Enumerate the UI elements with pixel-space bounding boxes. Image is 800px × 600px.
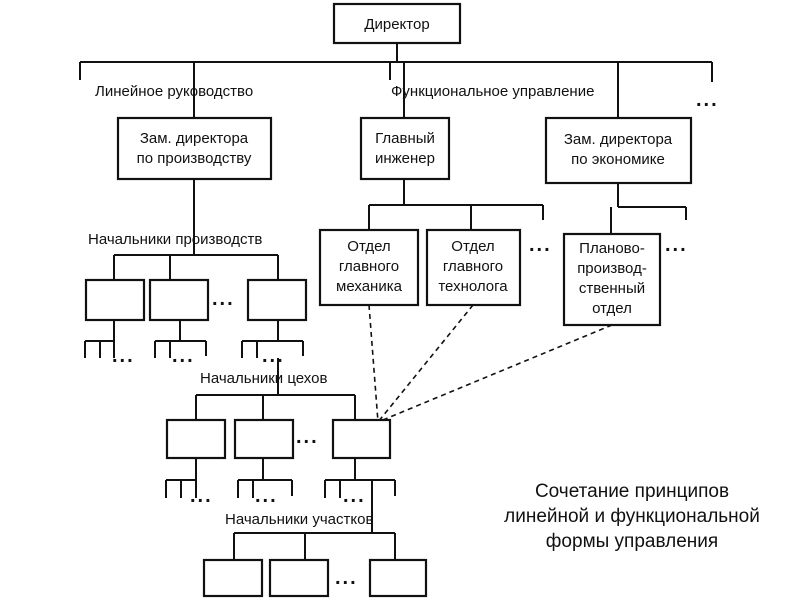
box-deputy-production: Зам. директора по производству bbox=[116, 116, 273, 181]
director-text: Директор bbox=[364, 16, 429, 33]
chief-engineer-line-2: инженер bbox=[375, 150, 435, 167]
ellipsis-after-planning: ... bbox=[665, 234, 688, 256]
box-chief-mechanic-dept: Отдел главного механика bbox=[318, 228, 420, 307]
box-chief-engineer: Главный инженер bbox=[359, 116, 451, 181]
ellipsis-after-technologist: ... bbox=[529, 234, 552, 256]
box-director: Директор bbox=[332, 2, 462, 45]
ellipsis-comb-3: ... bbox=[262, 345, 285, 367]
chief-technologist-line-2: главного bbox=[443, 258, 503, 275]
chief-mechanic-line-1: Отдел bbox=[347, 238, 390, 255]
shop-head-box-1 bbox=[165, 418, 227, 460]
box-deputy-economics: Зам. директора по экономике bbox=[544, 116, 693, 185]
chief-mechanic-line-2: главного bbox=[339, 258, 399, 275]
section-head-box-1 bbox=[202, 558, 264, 598]
planning-line-2: производ- bbox=[577, 260, 647, 277]
section-head-box-3 bbox=[368, 558, 428, 598]
deputy-economics-line-1: Зам. директора bbox=[564, 131, 673, 148]
box-planning-dept: Планово- производ- ственный отдел bbox=[562, 232, 662, 327]
deputy-production-line-2: по производству bbox=[137, 150, 252, 167]
label-shop-heads: Начальники цехов bbox=[200, 370, 327, 387]
production-head-box-3 bbox=[246, 278, 308, 322]
ellipsis-section-boxes: ... bbox=[335, 567, 358, 589]
ellipsis-comb-1: ... bbox=[112, 345, 135, 367]
caption-line-3: формы управления bbox=[546, 531, 718, 552]
caption-line-2: линейной и функциональной bbox=[504, 506, 760, 527]
production-head-box-2 bbox=[148, 278, 210, 322]
caption: Сочетание принципов линейной и функциона… bbox=[504, 481, 760, 552]
planning-line-4: отдел bbox=[592, 300, 632, 317]
ellipsis-shop-comb-1: ... bbox=[190, 485, 213, 507]
chief-engineer-line-1: Главный bbox=[375, 130, 435, 147]
label-functional-management: Функциональное управление bbox=[391, 83, 594, 100]
label-section-heads: Начальники участков bbox=[225, 511, 373, 528]
chief-technologist-line-1: Отдел bbox=[451, 238, 494, 255]
ellipsis-shop-comb-3: ... bbox=[343, 485, 366, 507]
ellipsis-shop-comb-2: ... bbox=[255, 485, 278, 507]
box-chief-technologist-dept: Отдел главного технолога bbox=[425, 228, 522, 307]
chief-technologist-line-3: технолога bbox=[438, 278, 508, 295]
ellipsis-top-right: ... bbox=[696, 89, 719, 111]
section-head-box-2 bbox=[268, 558, 330, 598]
caption-line-1: Сочетание принципов bbox=[535, 481, 729, 502]
label-production-heads: Начальники производств bbox=[88, 231, 262, 248]
shop-head-box-3 bbox=[331, 418, 392, 460]
chief-mechanic-line-3: механика bbox=[336, 278, 403, 295]
ellipsis-shop-boxes: ... bbox=[296, 426, 319, 448]
production-head-box-1 bbox=[84, 278, 146, 322]
ellipsis-production-boxes: ... bbox=[212, 288, 235, 310]
functional-links bbox=[368, 304, 613, 423]
deputy-economics-line-2: по экономике bbox=[571, 151, 665, 168]
label-line-management: Линейное руководство bbox=[95, 83, 253, 100]
planning-line-3: ственный bbox=[579, 280, 645, 297]
deputy-production-line-1: Зам. директора bbox=[140, 130, 249, 147]
planning-line-1: Планово- bbox=[579, 240, 645, 257]
shop-head-box-2 bbox=[233, 418, 295, 460]
ellipsis-comb-2: ... bbox=[172, 345, 195, 367]
connector-lines bbox=[79, 43, 713, 560]
